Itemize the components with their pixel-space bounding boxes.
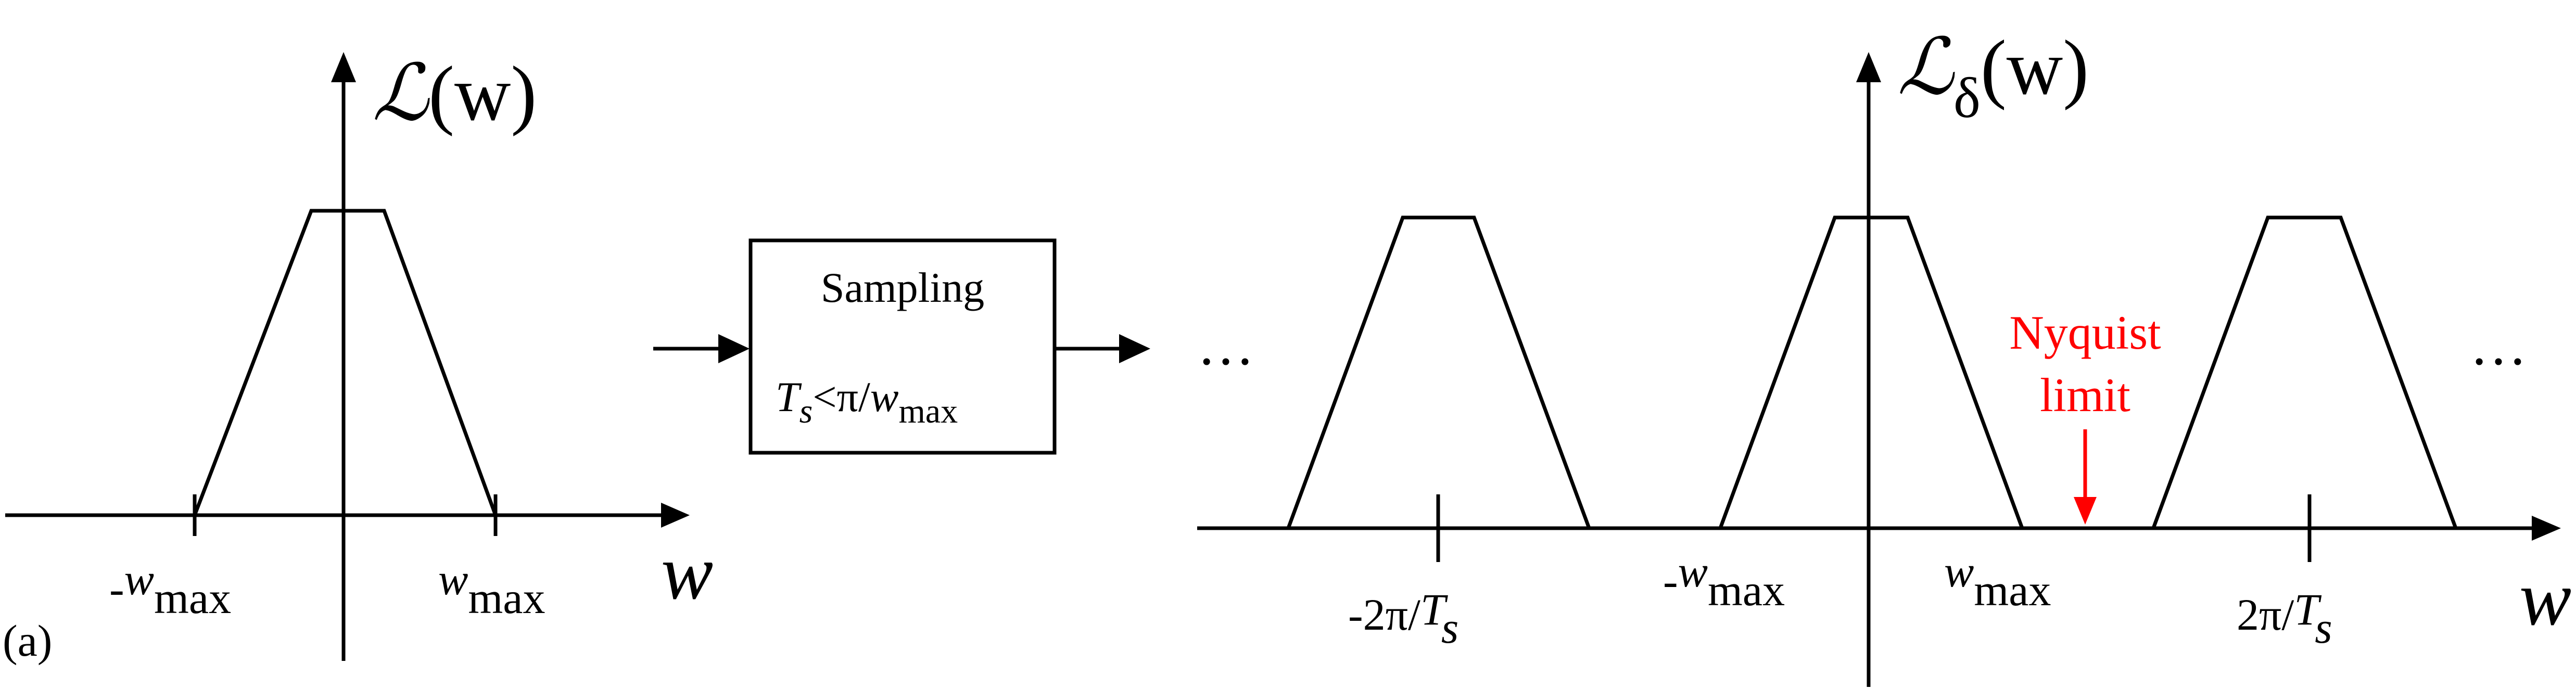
- right-tick-label-neg-wmax: -wmax: [1663, 546, 1785, 615]
- left-x-axis-arrowhead: [661, 503, 690, 528]
- left-tick-label-neg-wmax: -wmax: [109, 554, 231, 623]
- spectrum-replica-left: [1286, 215, 1591, 529]
- left-plot-title: ℒ(w): [372, 50, 537, 137]
- left-neg-max: max: [154, 573, 231, 623]
- cond-T-sub: s: [800, 392, 813, 430]
- pos2pi-text: 2π/: [2237, 590, 2294, 640]
- right-y-axis-arrowhead: [1856, 52, 1881, 82]
- left-y-axis-arrowhead: [331, 52, 356, 82]
- spectrum-replica-right: [2151, 215, 2458, 529]
- right-title-func: ℒ: [1897, 24, 1955, 111]
- pos2pi-T-sub: s: [2315, 603, 2332, 653]
- cond-w-sub: max: [898, 392, 958, 430]
- right-axis-label: w: [2519, 555, 2571, 642]
- right-title-arg: (w): [1981, 24, 2089, 111]
- ellipsis-right: …: [2470, 313, 2527, 377]
- neg2pi-T-sub: s: [1441, 603, 1458, 653]
- right-x-axis-arrowhead: [2532, 516, 2561, 541]
- right-neg-w: w: [1678, 546, 1708, 596]
- left-pos-w: w: [438, 554, 468, 604]
- left-plot: ℒ(w) w -wmax wmax (a): [3, 50, 713, 666]
- left-pos-max: max: [468, 573, 545, 623]
- panel-label: (a): [3, 616, 52, 666]
- right-tick-label-pos-wmax: wmax: [1944, 546, 2051, 615]
- sampling-block: Sampling Ts<π/wmax: [653, 238, 1150, 455]
- nyquist-arrowhead: [2074, 497, 2097, 525]
- left-axis-label: w: [661, 529, 713, 616]
- right-plot: ℒδ(w) w … … -2π/Ts 2π/Ts -wmax wmax Nyqu…: [1197, 24, 2571, 687]
- sampling-box: [748, 238, 1057, 455]
- right-tick-label-neg-2pi: -2π/Ts: [1348, 584, 1458, 653]
- sampling-box-title: Sampling: [821, 264, 984, 311]
- left-neg-sign: -: [109, 564, 124, 614]
- left-title-arg: (w): [428, 50, 537, 137]
- cond-T: T: [776, 373, 802, 420]
- right-title-sub: δ: [1953, 66, 1981, 130]
- output-arrowhead: [1119, 334, 1150, 363]
- left-tick-label-pos-wmax: wmax: [438, 554, 545, 623]
- right-tick-label-pos-2pi: 2π/Ts: [2237, 584, 2332, 653]
- right-pos-max: max: [1974, 565, 2051, 615]
- nyquist-label-line1: Nyquist: [2009, 306, 2161, 359]
- right-pos-w: w: [1944, 546, 1974, 596]
- input-arrowhead: [718, 334, 750, 363]
- nyquist-label-line2: limit: [2040, 368, 2130, 422]
- right-plot-title: ℒδ(w): [1897, 24, 2089, 130]
- right-neg-max: max: [1708, 565, 1785, 615]
- left-spectrum-trapezoid: [193, 209, 498, 516]
- left-title-func: ℒ: [372, 50, 430, 137]
- spectrum-replica-center: [1718, 215, 2024, 529]
- sampling-condition: Ts<π/wmax: [776, 373, 958, 430]
- cond-w: w: [870, 373, 899, 420]
- left-neg-w: w: [124, 554, 154, 604]
- neg2pi-text: -2π/: [1348, 590, 1420, 640]
- cond-rel: <π/: [813, 373, 870, 420]
- ellipsis-left: …: [1197, 313, 1254, 377]
- right-neg-sign: -: [1663, 556, 1678, 606]
- nyquist-annotation: Nyquist limit: [2009, 306, 2161, 525]
